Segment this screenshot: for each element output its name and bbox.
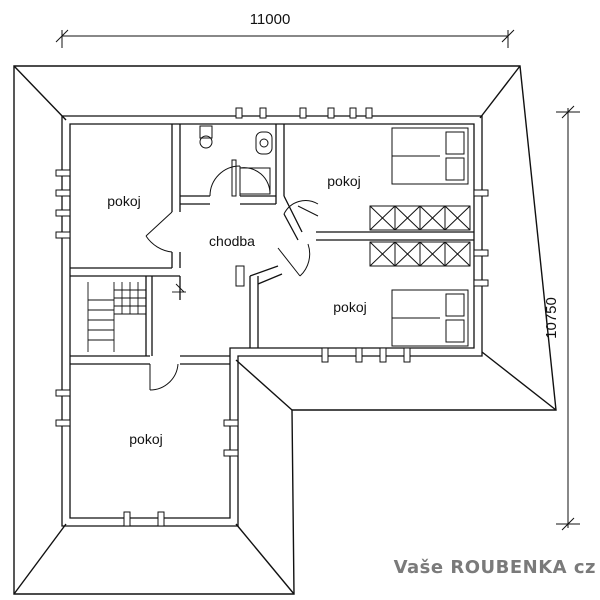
window-details <box>55 107 489 527</box>
roof-outline <box>13 65 557 595</box>
room-label-top-left: pokoj <box>107 193 140 209</box>
room-label-bedroom-right: pokoj <box>333 299 366 315</box>
room-label-bedroom-top: pokoj <box>327 173 360 189</box>
bathroom-fixtures <box>199 125 273 197</box>
exterior-walls <box>61 115 483 527</box>
brand-watermark: Vaše ROUBENKA cz <box>393 557 596 578</box>
room-label-hallway: chodba <box>209 233 255 249</box>
dimension-depth <box>556 105 580 531</box>
door-swings <box>145 200 319 391</box>
wardrobe-top <box>369 205 471 231</box>
room-label-bottom-left: pokoj <box>129 431 162 447</box>
interior-walls <box>70 124 474 365</box>
wardrobe-bottom <box>369 241 471 267</box>
staircase <box>87 282 186 352</box>
bed-right <box>391 289 469 347</box>
width-dimension-label: 11000 <box>250 11 291 28</box>
dimension-width <box>55 29 515 48</box>
bed-top <box>391 127 469 185</box>
depth-dimension-label: 10750 <box>543 297 560 339</box>
